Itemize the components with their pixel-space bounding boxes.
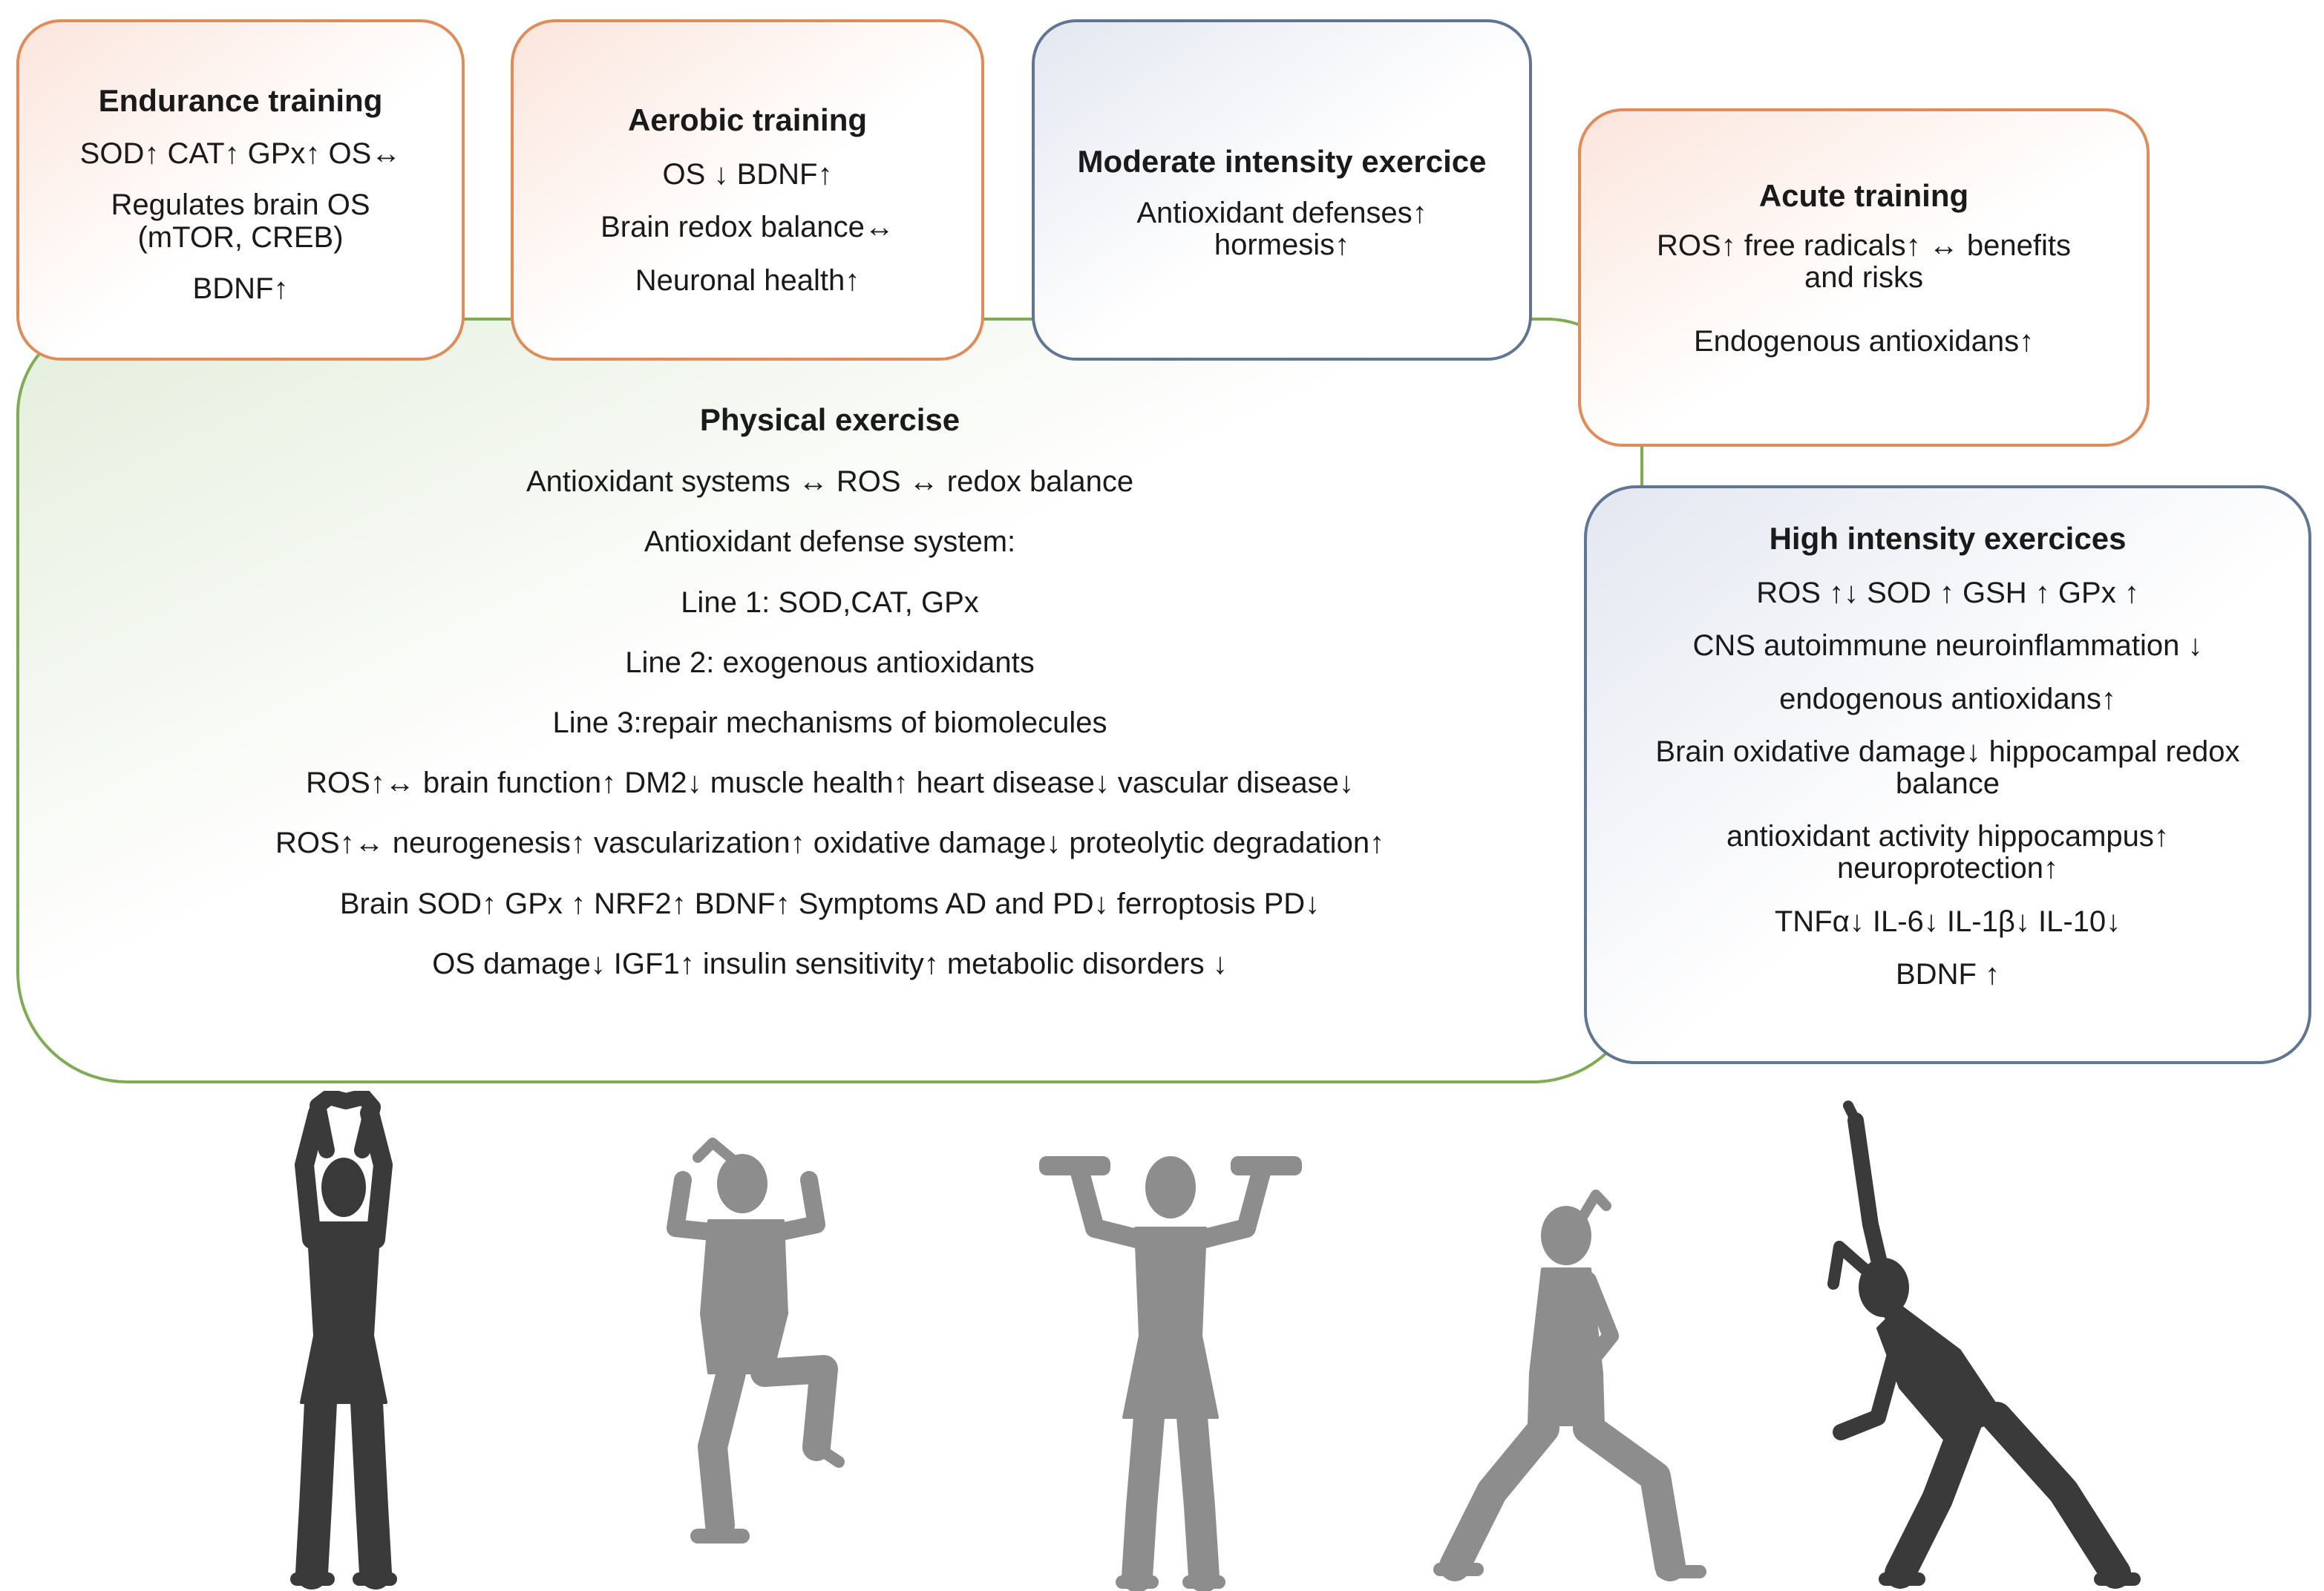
high-block: antioxidant activity hippocampus↑ neurop…: [1726, 821, 2169, 885]
aerobic-line: Neuronal health↑: [635, 263, 860, 297]
physical-line: ROS↑↔ neurogenesis↑ vascularization↑ oxi…: [275, 827, 1385, 860]
physical-exercise-title: Physical exercise: [699, 402, 960, 437]
acute-line: Endogenous antioxidans↑: [1693, 324, 2035, 358]
lunge-figure-icon: [1433, 1190, 1706, 1581]
endurance-title: Endurance training: [98, 83, 383, 118]
endurance-training-box: Endurance training SOD↑ CAT↑ GPx↑ OS↔ Re…: [16, 19, 465, 361]
physical-exercise-box: Physical exercise Antioxidant systems ↔ …: [16, 318, 1643, 1083]
exercise-figures: [290, 1091, 2141, 1591]
high-line: ROS ↑↓ SOD ↑ GSH ↑ GPx ↑: [1756, 577, 2139, 610]
physical-line: Line 3:repair mechanisms of biomolecules: [552, 706, 1107, 740]
high-line: CNS autoimmune neuroinflammation ↓: [1692, 629, 2203, 663]
aerobic-title: Aerobic training: [627, 102, 868, 137]
endurance-line: (mTOR, CREB): [137, 220, 344, 254]
physical-line: Antioxidant defense system:: [644, 525, 1016, 559]
high-line: Brain oxidative damage↓ hippocampal redo…: [1655, 735, 2240, 768]
arms-raised-figure-icon: [290, 1091, 397, 1590]
moderate-title: Moderate intensity exercice: [1077, 144, 1487, 179]
endurance-line: BDNF↑: [192, 272, 289, 305]
acute-training-box: Acute training ROS↑ free radicals↑ ↔ ben…: [1578, 108, 2150, 447]
side-stretch-figure-icon: [1827, 1100, 2141, 1589]
acute-line: ROS↑ free radicals↑ ↔ benefits: [1657, 229, 2071, 263]
high-line: endogenous antioxidans↑: [1779, 682, 2116, 715]
physical-line: Brain SOD↑ GPx ↑ NRF2↑ BDNF↑ Symptoms AD…: [339, 887, 1320, 920]
physical-line: Antioxidant systems ↔ ROS ↔ redox balanc…: [526, 465, 1134, 499]
high-block: Brain oxidative damage↓ hippocampal redo…: [1655, 735, 2240, 801]
physical-line: Line 2: exogenous antioxidants: [625, 646, 1035, 679]
physical-line: Line 1: SOD,CAT, GPx: [681, 585, 979, 619]
high-line: BDNF ↑: [1896, 957, 2000, 991]
aerobic-training-box: Aerobic training OS ↓ BDNF↑ Brain redox …: [511, 19, 984, 361]
high-line: antioxidant activity hippocampus↑: [1726, 820, 2169, 853]
moderate-line: Antioxidant defenses↑: [1136, 197, 1427, 230]
endurance-line: Regulates brain OS: [111, 188, 370, 222]
dumbbell-press-figure-icon: [1039, 1156, 1302, 1591]
physical-line: OS damage↓ IGF1↑ insulin sensitivity↑ me…: [432, 947, 1228, 980]
high-title: High intensity exercices: [1769, 521, 2127, 556]
endurance-line: SOD↑ CAT↑ GPx↑ OS↔: [79, 137, 402, 171]
moderate-block: Antioxidant defenses↑ hormesis↑: [1136, 197, 1427, 262]
aerobic-line: Brain redox balance↔: [600, 211, 894, 244]
high-line: TNFα↓ IL-6↓ IL-1β↓ IL-10↓: [1774, 905, 2121, 938]
aerobic-line: OS ↓ BDNF↑: [662, 158, 833, 191]
physical-line: ROS↑↔ brain function↑ DM2↓ muscle health…: [306, 767, 1354, 800]
acute-line: and risks: [1804, 261, 1924, 295]
high-line: neuroprotection↑: [1837, 852, 2058, 885]
knee-raise-figure-icon: [667, 1138, 845, 1544]
endurance-block: Regulates brain OS (mTOR, CREB): [111, 188, 370, 254]
acute-title: Acute training: [1758, 178, 1969, 213]
moderate-line: hormesis↑: [1214, 229, 1350, 262]
high-line: balance: [1895, 767, 2000, 801]
moderate-intensity-box: Moderate intensity exercice Antioxidant …: [1032, 19, 1532, 361]
high-intensity-box: High intensity exercices ROS ↑↓ SOD ↑ GS…: [1584, 485, 2311, 1064]
acute-block: ROS↑ free radicals↑ ↔ benefits and risks: [1657, 229, 2071, 295]
